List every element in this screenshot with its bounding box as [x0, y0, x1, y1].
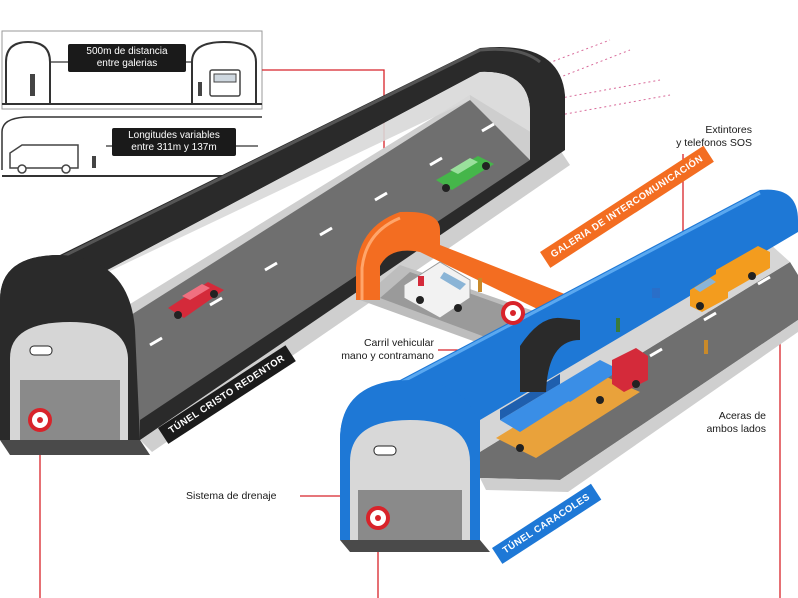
sos-phone-icon	[652, 288, 660, 298]
ambulance-icon	[403, 261, 471, 319]
callout-drainage: Sistema de drenaje	[186, 490, 277, 502]
callout-lengths: Longitudes variables entre 311m y 137m	[112, 128, 236, 156]
blue-truck-icon	[496, 348, 648, 458]
person-icon	[616, 318, 620, 332]
orange-truck-icon	[690, 246, 770, 312]
tunnel-caracoles	[340, 189, 798, 552]
callout-distance: 500m de distancia entre galerias	[68, 44, 186, 72]
green-car-icon	[436, 156, 494, 192]
tunnel-cristo-redentor	[0, 46, 570, 455]
callout-sidewalks: Aceras de ambos lados	[706, 410, 766, 435]
marker-icons	[28, 301, 525, 530]
person-icon	[478, 278, 482, 292]
callout-extinguishers: Extintores y telefonos SOS	[676, 124, 752, 149]
red-car-icon	[168, 282, 224, 319]
person-icon	[704, 340, 708, 354]
callout-lane: Carril vehicular mano y contramano	[341, 337, 434, 362]
